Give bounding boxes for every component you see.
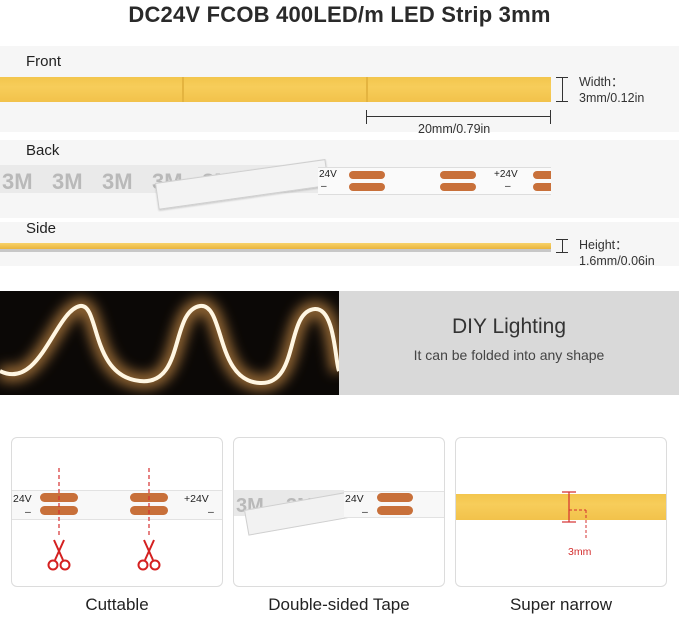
solder-pad [533, 171, 551, 179]
cut-length-value: 20mm/0.79in [418, 122, 491, 136]
front-strip [0, 77, 551, 102]
pcb-plus24v-label: +24V [494, 169, 518, 180]
card-pcb-minus-label: – [362, 506, 368, 518]
scissors-icon [47, 539, 71, 571]
card-narrow: 3mm [455, 437, 667, 587]
glowing-strip-image [0, 298, 339, 391]
narrow-measure-label: 3mm [568, 546, 592, 558]
solder-pad [377, 493, 413, 502]
side-label: Side [26, 220, 57, 237]
length-tick-left [366, 110, 367, 124]
caption-cuttable: Cuttable [85, 595, 149, 614]
card-strip [456, 494, 666, 520]
back-pcb: 24V – +24V – [318, 167, 551, 195]
card-cuttable: 24V – +24V – [11, 437, 223, 587]
solder-pad [349, 183, 385, 191]
svg-text:3M: 3M [102, 169, 133, 193]
page-title: DC24V FCOB 400LED/m LED Strip 3mm [128, 2, 551, 27]
front-label: Front [26, 53, 62, 70]
card-pcb-minus-label: – [208, 506, 214, 518]
cut-guides [47, 468, 161, 571]
height-label: Height： [579, 238, 628, 252]
svg-text:3M: 3M [2, 169, 33, 193]
card-pcb-minus-label: – [25, 506, 31, 518]
card-pcb-24v-label: 24V [345, 493, 364, 505]
solder-pad [440, 171, 476, 179]
diy-panel [339, 291, 679, 395]
width-label: Width： [579, 75, 624, 89]
side-strip-tape [0, 249, 551, 252]
side-strip [0, 243, 551, 249]
card-pcb-plus24v-label: +24V [184, 493, 209, 505]
svg-text:3M: 3M [52, 169, 83, 193]
length-dimension-line [366, 116, 551, 117]
width-dimension-line [562, 77, 563, 102]
back-label: Back [26, 142, 60, 159]
height-value: 1.6mm/0.06in [579, 254, 655, 268]
caption-tape: Double-sided Tape [268, 595, 410, 614]
solder-pad [533, 183, 551, 191]
pcb-minus-label: – [321, 181, 327, 192]
diy-photo [0, 291, 339, 395]
diy-heading: DIY Lighting [451, 315, 567, 338]
pcb-24v-label: 24V [319, 169, 337, 180]
diy-subtext: It can be folded into any shape [413, 347, 605, 363]
height-dimension-line [562, 239, 563, 253]
caption-narrow: Super narrow [509, 595, 613, 614]
length-tick-right [550, 110, 551, 124]
card-pcb-24v-label: 24V [13, 493, 32, 505]
pcb-minus-label: – [505, 181, 511, 192]
scissors-icon [137, 539, 161, 571]
narrow-measure [562, 491, 587, 540]
width-value: 3mm/0.12in [579, 91, 645, 105]
solder-pad [377, 506, 413, 515]
solder-pad [440, 183, 476, 191]
solder-pad [349, 171, 385, 179]
